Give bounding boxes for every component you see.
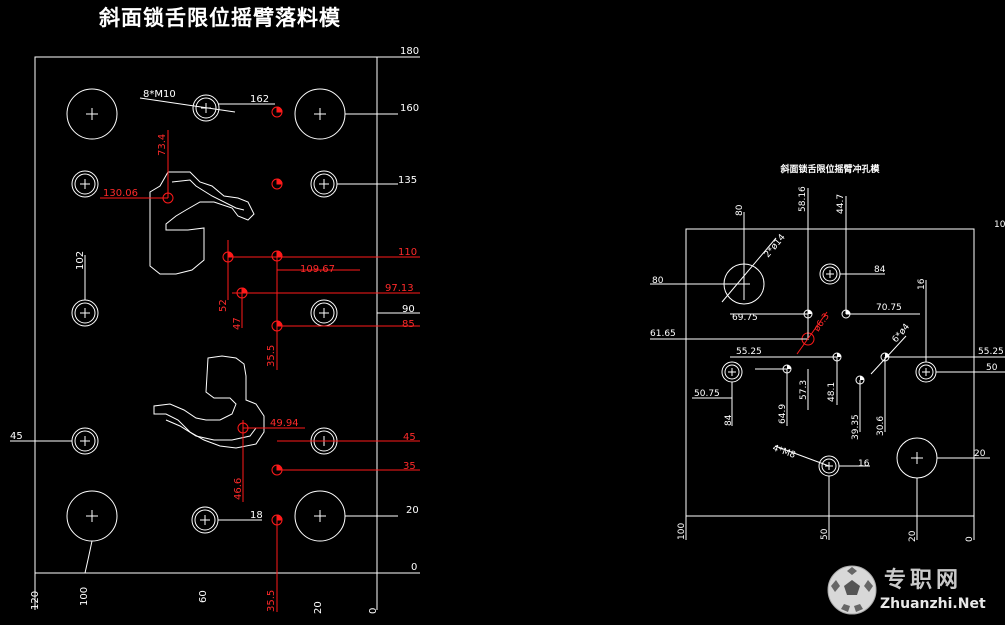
large-hole: [294, 490, 346, 542]
dim-16-vertical: 16: [917, 278, 927, 290]
dim-20-right: 20: [974, 449, 986, 459]
dim-130-06: 130.06: [103, 188, 138, 199]
small-hole: [71, 427, 99, 455]
dim-20-bottom-right: 20: [908, 530, 918, 542]
dim-20-bottom: 20: [313, 601, 324, 614]
large-hole: [66, 490, 118, 542]
dim-47: 47: [232, 317, 243, 330]
dim-80-vertical: 80: [735, 204, 745, 216]
dim-102: 102: [75, 251, 86, 270]
dim-110: 110: [398, 247, 417, 258]
dim-100-right: 10: [994, 220, 1005, 230]
dim-0-bottom: 0: [368, 608, 379, 614]
small-hole: [915, 361, 937, 383]
dim-100: 100: [79, 587, 90, 606]
dim-64-9: 64.9: [778, 404, 788, 424]
dim-35-5-bottom: 35.5: [266, 590, 277, 612]
dim-49-94: 49.94: [270, 418, 299, 429]
red-dimension-lines: [100, 130, 420, 612]
large-hole: [896, 437, 938, 479]
dim-180: 180: [400, 46, 419, 57]
dim-20: 20: [406, 505, 419, 516]
dim-50-bottom: 50: [820, 528, 830, 540]
dim-57-3: 57.3: [799, 380, 809, 400]
dim-55-25: 55.25: [736, 347, 762, 357]
blanking-die-plate: 180 160 135 90 20 0 45 8*M10 162 18 102 …: [10, 46, 420, 614]
small-hole: [71, 170, 99, 198]
dim-0: 0: [411, 562, 417, 573]
dim-0-bottom-right: 0: [965, 536, 975, 542]
dim-16: 16: [858, 459, 870, 469]
dim-18: 18: [250, 510, 263, 521]
dim-80: 80: [652, 276, 664, 286]
large-hole: [294, 88, 346, 140]
dim-39-35: 39.35: [851, 414, 861, 440]
dim-84-vertical: 84: [724, 414, 734, 426]
dim-50-right: 50: [986, 363, 998, 373]
small-hole: [310, 170, 338, 198]
dim-120: 120: [30, 591, 41, 610]
large-hole: [66, 88, 118, 140]
dim-100-bottom: 100: [677, 523, 687, 540]
part-blank-outline: [149, 171, 255, 275]
dim-162: 162: [250, 94, 269, 105]
small-hole: [819, 263, 841, 285]
small-hole: [310, 299, 338, 327]
punching-die-plate: 80 2*ø14 58.16 44.7 10 80 84 69.75 70.75…: [650, 186, 1005, 542]
dim-48-1: 48.1: [827, 382, 837, 402]
dim-85: 85: [402, 319, 415, 330]
die-plate-outline: [34, 56, 378, 574]
small-hole: [191, 506, 219, 534]
part-blank-outline: [153, 355, 265, 449]
dim-8-m10: 8*M10: [143, 89, 176, 100]
dim-109-67: 109.67: [300, 264, 335, 275]
watermark-chinese-text: 专职网: [884, 567, 963, 593]
dim-45: 45: [403, 432, 416, 443]
watermark-url-text: Zhuanzhi.Net: [880, 596, 986, 612]
dim-44-7: 44.7: [836, 194, 846, 214]
dim-4-m8: 4*M8: [771, 443, 797, 461]
dim-phi6-3: ø6.3: [812, 312, 832, 334]
dim-70-75: 70.75: [876, 303, 902, 313]
dim-50-75: 50.75: [694, 389, 720, 399]
dim-35-5: 35.5: [266, 345, 277, 367]
dim-55-25-right: 55.25: [978, 347, 1004, 357]
dim-73-4: 73.4: [157, 134, 168, 156]
dim-160: 160: [400, 103, 419, 114]
soccer-ball-logo-icon: [827, 565, 877, 615]
site-watermark: 专职网 Zhuanzhi.Net: [822, 560, 1004, 622]
dim-97-13: 97.13: [385, 283, 414, 294]
dim-84: 84: [874, 265, 886, 275]
pierce-points: [782, 309, 890, 385]
small-hole: [721, 361, 743, 383]
dim-35: 35: [403, 461, 416, 472]
red-pierce-points: [162, 106, 283, 526]
dim-135: 135: [398, 175, 417, 186]
dim-2-phi14: 2*ø14: [763, 232, 788, 259]
drawing-title-punching-die: 斜面锁舌限位摇臂冲孔模: [780, 165, 880, 175]
dim-45-left: 45: [10, 431, 23, 442]
small-hole: [71, 299, 99, 327]
dim-30-6: 30.6: [876, 416, 886, 436]
dim-90: 90: [402, 304, 415, 315]
dim-52: 52: [218, 299, 229, 312]
drawing-title-blanking-die: 斜面锁舌限位摇臂落料模: [99, 5, 341, 30]
dim-61-65: 61.65: [650, 329, 676, 339]
dim-58-16: 58.16: [798, 186, 808, 212]
dim-60: 60: [198, 590, 209, 603]
dim-69-75: 69.75: [732, 313, 758, 323]
dim-46-6: 46.6: [233, 478, 244, 500]
